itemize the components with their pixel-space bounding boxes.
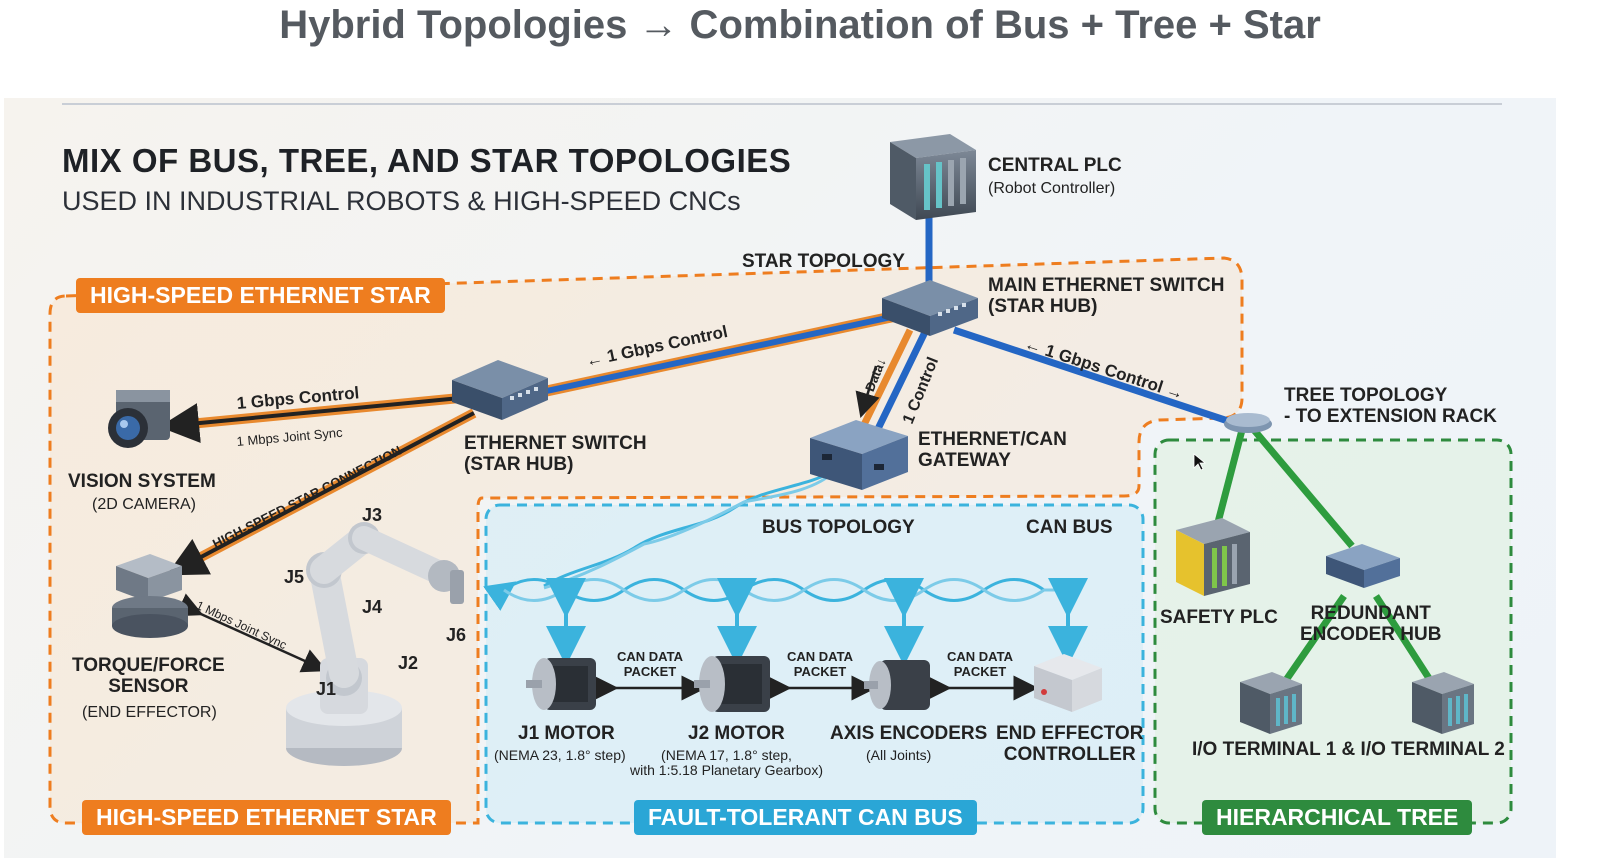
encoders-sub: (All Joints): [866, 747, 932, 763]
hub-to-io-1: [1281, 594, 1347, 685]
hub-to-io-2: [1373, 594, 1435, 685]
zone-tag-tree: HIERARCHICAL TREE: [1202, 800, 1473, 835]
topology-diagram: [48, 103, 1513, 825]
vision-name: VISION SYSTEM: [68, 471, 216, 492]
safety-plc-icon: [1176, 518, 1250, 596]
can-packet-label-3: CAN DATA PACKET: [947, 649, 1013, 679]
gateway-icon: [810, 420, 908, 490]
central-plc-name: CENTRAL PLC: [988, 155, 1122, 176]
j1-motor-name: J1 MOTOR: [518, 723, 615, 744]
encoder-icon: [864, 660, 930, 710]
joint-label-j1: J1: [316, 679, 337, 699]
joint-label-j6: J6: [446, 625, 467, 645]
zone-tag-bus: FAULT-TOLERANT CAN BUS: [634, 800, 977, 835]
switch-to-torque-cable-core: [166, 411, 475, 576]
zone-tag-star-bottom: HIGH-SPEED ETHERNET STAR: [82, 800, 451, 835]
j2-motor-sub: (NEMA 17, 1.8° step, with 1:5.18 Planeta…: [630, 747, 823, 779]
io-terminals-name: I/O TERMINAL 1 & I/O TERMINAL 2: [1192, 739, 1505, 760]
tree-topology-label: TREE TOPOLOGY - TO EXTENSION RACK: [1284, 385, 1497, 427]
diagram-subheading: USED IN INDUSTRIAL ROBOTS & HIGH-SPEED C…: [62, 186, 741, 216]
central-plc-icon: [890, 134, 976, 220]
joint-label-j5: J5: [284, 567, 305, 587]
encoder-hub-icon: [1326, 544, 1400, 588]
joint-label-j2: J2: [398, 653, 419, 673]
joint-label-j3: J3: [362, 505, 383, 525]
encoder-hub-name: REDUNDANT ENCODER HUB: [1300, 603, 1442, 645]
mouse-cursor-icon: [1193, 453, 1207, 471]
io-terminal-2-icon: [1412, 672, 1474, 734]
vision-camera-icon: [108, 390, 170, 448]
j2-motor-name: J2 MOTOR: [688, 723, 785, 744]
data-down-arrow: [855, 365, 880, 418]
j2-motor-icon: [694, 656, 770, 712]
can-packet-label-1: CAN DATA PACKET: [617, 649, 683, 679]
ethernet-switch-icon: [452, 360, 548, 420]
tree-topology-node-icon: [1224, 413, 1272, 433]
tree-to-safety-plc: [1212, 429, 1246, 531]
robot-arm-icon: [286, 522, 464, 766]
end-effector-controller-icon: [1034, 654, 1102, 712]
diagram-heading: MIX OF BUS, TREE, AND STAR TOPOLOGIES: [62, 142, 792, 179]
torque-sensor-icon: [112, 554, 188, 638]
main-to-switch-cable-core: [513, 313, 897, 401]
can-packet-label-2: CAN DATA PACKET: [787, 649, 853, 679]
main-switch-name: MAIN ETHERNET SWITCH (STAR HUB): [988, 275, 1225, 317]
gateway-to-bus-wire: [543, 468, 837, 588]
can-bus-wire-a: [483, 578, 1062, 611]
j1-motor-icon: [526, 658, 596, 710]
switch-to-vision-cable-core: [159, 396, 461, 443]
gateway-name: ETHERNET/CAN GATEWAY: [918, 429, 1067, 471]
vision-sub: (2D CAMERA): [92, 496, 197, 513]
diagram-panel: MIX OF BUS, TREE, AND STAR TOPOLOGIES US…: [4, 98, 1556, 858]
can-bus-wire-b: [503, 578, 1062, 602]
ethernet-switch-name: ETHERNET SWITCH (STAR HUB): [464, 433, 647, 475]
torque-name: TORQUE/FORCE SENSOR: [72, 655, 225, 697]
main-switch-icon: [882, 280, 978, 336]
tree-to-encoder-hub: [1251, 427, 1355, 549]
encoders-name: AXIS ENCODERS: [830, 723, 988, 744]
j1-motor-sub: (NEMA 23, 1.8° step): [494, 747, 626, 763]
bus-topology-label: BUS TOPOLOGY: [762, 517, 915, 538]
can-bus-label: CAN BUS: [1026, 517, 1113, 538]
end-effector-name: END EFFECTOR CONTROLLER: [996, 723, 1144, 765]
torque-sub: (END EFFECTOR): [82, 704, 217, 721]
gateway-to-bus-wire-b: [543, 468, 838, 590]
star-topology-label: STAR TOPOLOGY: [742, 251, 905, 272]
page-title: Hybrid Topologies → Combination of Bus +…: [279, 3, 1321, 47]
zone-tag-star-top: HIGH-SPEED ETHERNET STAR: [76, 278, 445, 313]
joint-label-j4: J4: [362, 597, 383, 617]
main-to-tree-cable: [952, 326, 1242, 429]
torque-to-robot-arrow: [175, 593, 328, 673]
safety-plc-name: SAFETY PLC: [1160, 607, 1278, 628]
central-plc-sub: (Robot Controller): [988, 180, 1116, 197]
main-to-gateway-cable-b: [872, 328, 930, 435]
io-terminal-1-icon: [1240, 672, 1302, 734]
